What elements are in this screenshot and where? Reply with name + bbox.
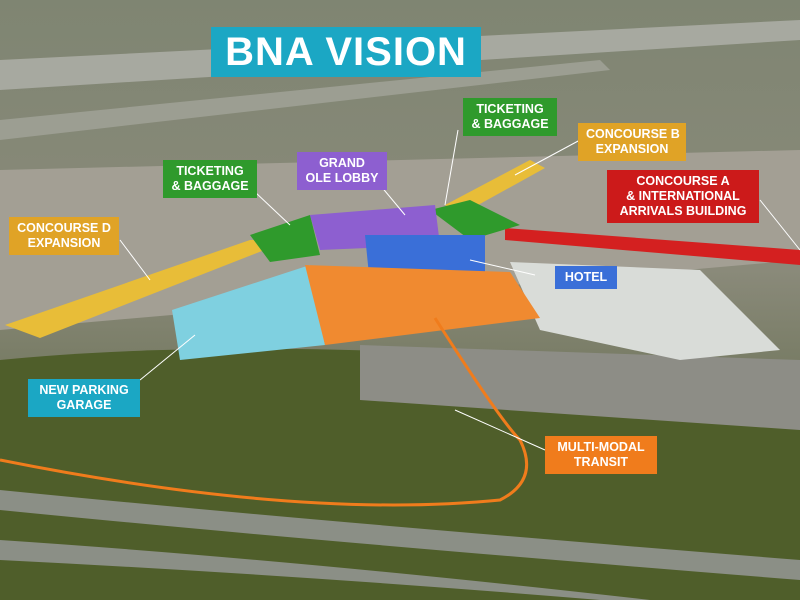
parking-garage-building [172, 265, 325, 360]
parking-lot [360, 345, 800, 430]
leader-lines [119, 129, 800, 451]
label-line: OLE LOBBY [305, 171, 379, 185]
ticketing-right-building [430, 200, 520, 240]
terminal-garage-building [305, 265, 540, 345]
label-line: EXPANSION [27, 236, 101, 250]
page-title: BNA VISION [211, 27, 481, 77]
transit-track [0, 317, 529, 507]
label-line: HOTEL [564, 270, 608, 284]
label-line: & BAGGAGE [471, 117, 549, 131]
concourse-d-building [5, 240, 290, 338]
label-line: TICKETING [476, 102, 544, 116]
label-line: NEW PARKING [39, 383, 129, 397]
label-line: EXPANSION [595, 142, 669, 156]
label-line: GARAGE [56, 398, 112, 412]
ticketing-left-building [250, 215, 320, 262]
road [0, 490, 800, 580]
label-line: & BAGGAGE [171, 179, 249, 193]
label-line: CONCOURSE B [586, 127, 680, 141]
label-line: ARRIVALS BUILDING [619, 204, 747, 218]
label-ticketing-left: TICKETING& BAGGAGE [163, 160, 257, 198]
label-line: GRAND [319, 156, 365, 170]
label-line: TICKETING [176, 164, 244, 178]
label-line: TRANSIT [573, 455, 629, 469]
label-line: & INTERNATIONAL [626, 189, 740, 203]
label-line: CONCOURSE A [636, 174, 730, 188]
label-ticketing-right: TICKETING& BAGGAGE [463, 98, 557, 136]
label-hotel: HOTEL [555, 266, 617, 289]
concourse-a-building [505, 228, 800, 265]
label-line: CONCOURSE D [17, 221, 111, 235]
label-line: MULTI-MODAL [557, 440, 645, 454]
road [0, 540, 650, 600]
runway [0, 60, 610, 140]
